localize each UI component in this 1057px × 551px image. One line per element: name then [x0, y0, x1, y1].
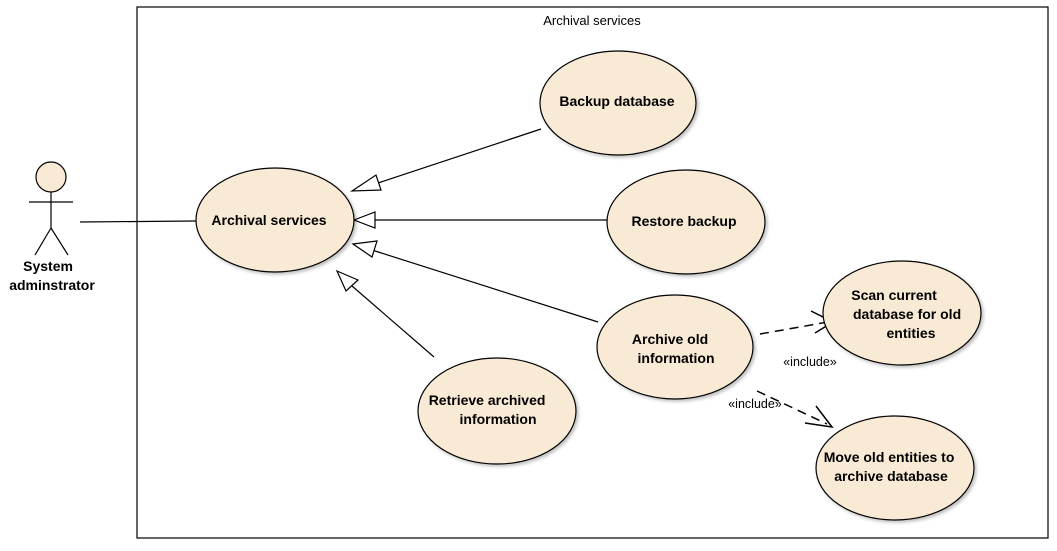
use-case-restore-backup[interactable]: Restore backup — [606, 169, 766, 275]
use-case-move-old-entities[interactable]: Move old entities to archive database — [815, 415, 975, 521]
use-case-label: Scan current database for old entities — [851, 287, 965, 341]
actor-system-administrator[interactable]: System adminstrator — [9, 161, 95, 293]
generalization-archive-old — [351, 240, 599, 323]
use-case-label: Move old entities to archive database — [824, 449, 959, 484]
generalization-retrieve — [335, 269, 435, 358]
use-case-archive-old-information[interactable]: Archive old information — [596, 294, 754, 400]
actor-label-line-1: System — [23, 258, 73, 274]
generalization-restore — [352, 211, 608, 229]
use-case-backup-database[interactable]: Backup database — [539, 50, 697, 156]
use-case-label: Archive old information — [632, 331, 715, 366]
use-case-archival-services[interactable]: Archival services — [195, 167, 355, 273]
association-line — [79, 220, 197, 223]
include-dependency-move — [756, 390, 834, 429]
system-boundary-title: Archival services — [543, 13, 641, 28]
use-case-scan-current-database[interactable]: Scan current database for old entities — [822, 260, 982, 366]
actor-label-line-2: adminstrator — [9, 277, 95, 293]
actor-label: System adminstrator — [9, 258, 95, 293]
use-case-label: Backup database — [559, 93, 674, 109]
generalization-backup — [349, 128, 542, 192]
use-case-retrieve-archived-information[interactable]: Retrieve archived information — [417, 357, 577, 465]
include-label-move: «include» — [728, 397, 782, 411]
use-case-label: Archival services — [211, 212, 326, 228]
include-label-scan: «include» — [783, 355, 837, 369]
use-case-label: Retrieve archived information — [429, 392, 550, 427]
actor-stick-figure-icon — [29, 161, 73, 256]
use-case-label: Restore backup — [631, 213, 736, 229]
